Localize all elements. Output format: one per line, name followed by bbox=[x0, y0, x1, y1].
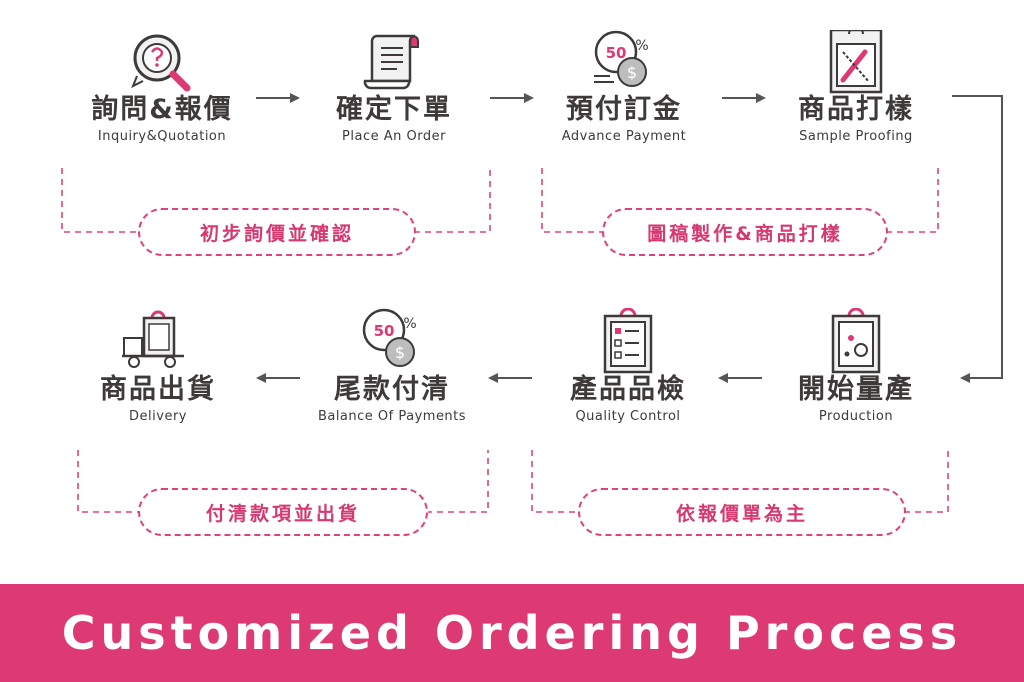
percent-coin-icon: 50 % $ bbox=[362, 308, 417, 367]
step-subtitle: Inquiry&Quotation bbox=[97, 129, 227, 144]
production-tag-icon bbox=[831, 308, 881, 374]
group-label-quotation-based: 依報價單為主 bbox=[578, 488, 906, 536]
delivery-truck-icon bbox=[122, 310, 184, 368]
step-subtitle: Advance Payment bbox=[561, 129, 687, 144]
svg-text:$: $ bbox=[627, 63, 637, 82]
group-label-initial-inquiry: 初步詢價並確認 bbox=[138, 208, 416, 256]
step-subtitle: Sample Proofing bbox=[799, 129, 913, 144]
banner-title: Customized Ordering Process bbox=[61, 606, 963, 660]
group-label-artwork-sampling: 圖稿製作&商品打樣 bbox=[602, 208, 888, 256]
step-title: 開始量產 bbox=[798, 374, 914, 405]
step-production: 開始量產 Production bbox=[746, 308, 966, 426]
step-title: 詢問&報價 bbox=[91, 94, 233, 125]
step-title: 確定下單 bbox=[336, 94, 452, 125]
step-sample-proofing: 商品打樣 Sample Proofing bbox=[746, 30, 966, 146]
bracket-group-3b bbox=[426, 450, 489, 513]
step-advance-payment: 50 % $ 預付訂金 Advance Payment bbox=[514, 30, 734, 146]
step-title: 商品打樣 bbox=[798, 94, 914, 125]
svg-text:$: $ bbox=[395, 343, 405, 362]
step-title: 尾款付清 bbox=[334, 374, 450, 405]
step-title: 商品出貨 bbox=[100, 374, 216, 405]
step-title: 預付訂金 bbox=[566, 94, 682, 125]
bracket-group-4b bbox=[904, 450, 949, 513]
step-subtitle: Delivery bbox=[129, 409, 187, 424]
step-subtitle: Place An Order bbox=[342, 129, 446, 144]
bracket-group-2b bbox=[886, 168, 939, 233]
title-banner: Customized Ordering Process bbox=[0, 584, 1024, 682]
bracket-group-1 bbox=[61, 168, 140, 233]
step-title: 產品品檢 bbox=[570, 374, 686, 405]
step-delivery: 商品出貨 Delivery bbox=[48, 308, 268, 426]
step-subtitle: Production bbox=[818, 409, 894, 424]
bracket-group-1b bbox=[414, 168, 491, 233]
bracket-group-3 bbox=[77, 450, 140, 513]
bracket-group-2 bbox=[541, 168, 604, 233]
scroll-document-icon bbox=[363, 34, 419, 90]
checklist-clipboard-icon bbox=[603, 308, 653, 374]
bracket-group-4 bbox=[531, 450, 580, 513]
step-subtitle: Balance Of Payments bbox=[317, 409, 467, 424]
design-board-icon bbox=[829, 30, 883, 94]
magnifier-question-icon bbox=[131, 34, 191, 92]
svg-text:50: 50 bbox=[606, 44, 627, 62]
percent-coin-icon: 50 % $ bbox=[594, 30, 649, 87]
group-label-payment-shipping: 付清款項並出貨 bbox=[138, 488, 428, 536]
arrow-4-5 bbox=[952, 95, 1003, 383]
step-quality-control: 產品品檢 Quality Control bbox=[518, 308, 738, 426]
svg-text:%: % bbox=[635, 38, 648, 54]
svg-text:%: % bbox=[403, 316, 416, 332]
step-inquiry: 詢問&報價 Inquiry&Quotation bbox=[52, 30, 272, 146]
step-order: 確定下單 Place An Order bbox=[284, 30, 504, 146]
step-balance-payment: 50 % $ 尾款付清 Balance Of Payments bbox=[282, 308, 502, 426]
step-subtitle: Quality Control bbox=[575, 409, 681, 424]
svg-text:50: 50 bbox=[374, 322, 395, 340]
